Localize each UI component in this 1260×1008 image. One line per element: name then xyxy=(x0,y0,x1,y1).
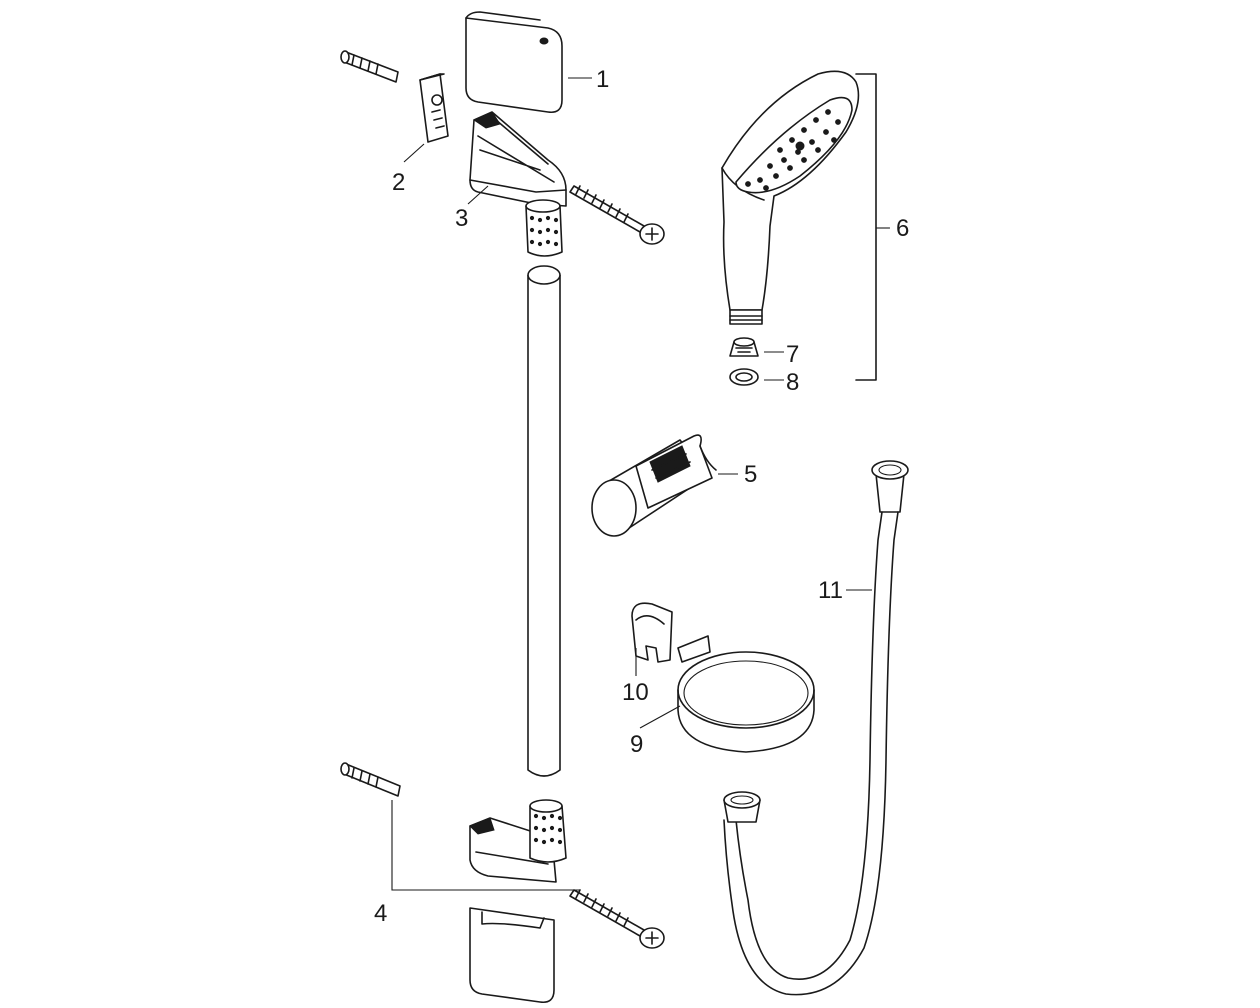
part-6-hand-shower xyxy=(721,70,890,381)
part-8-seal-ring xyxy=(729,368,784,386)
part-label-1: 1 xyxy=(596,66,609,93)
part-4-lower-bracket-set xyxy=(340,762,665,1004)
part-7-filter xyxy=(729,337,784,357)
part-label-10: 10 xyxy=(622,679,649,706)
part-label-7: 7 xyxy=(786,341,799,368)
part-5-slider xyxy=(591,434,738,537)
dowel-bottom xyxy=(340,762,401,797)
part-3-upper-bracket xyxy=(467,111,567,257)
part-2-wall-plate xyxy=(340,50,449,163)
part-1-top-cover xyxy=(465,11,592,114)
dowel-top xyxy=(340,50,399,83)
part-label-3: 3 xyxy=(455,205,468,232)
screw-top xyxy=(569,185,665,245)
part-9-shelf-ring xyxy=(639,635,815,753)
part-label-2: 2 xyxy=(392,169,405,196)
part-label-9: 9 xyxy=(630,731,643,758)
part-label-6: 6 xyxy=(896,215,909,242)
rail-bar xyxy=(527,265,561,777)
part-label-11: 11 xyxy=(818,577,843,604)
part-11-hose xyxy=(723,460,909,996)
part-label-4: 4 xyxy=(374,900,387,927)
part-label-8: 8 xyxy=(786,369,799,396)
part-10-clip xyxy=(631,602,673,676)
part-label-5: 5 xyxy=(744,461,757,488)
